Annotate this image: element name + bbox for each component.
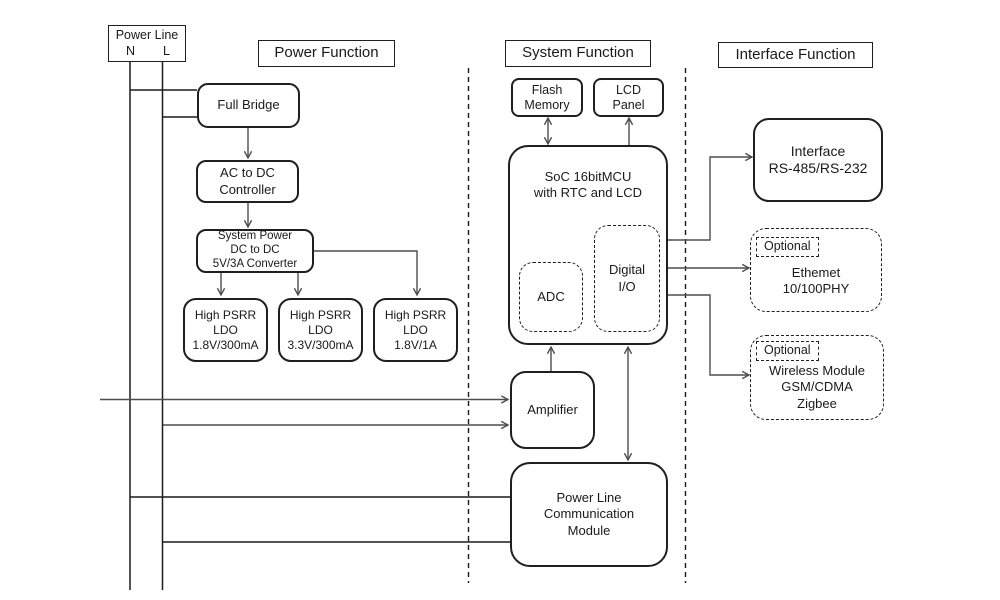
connector-digitalio-rs485 xyxy=(660,157,752,240)
block-lcd-panel: LCD Panel xyxy=(593,78,664,117)
soc-label: SoC 16bitMCU with RTC and LCD xyxy=(533,169,643,201)
section-title-interface: Interface Function xyxy=(718,42,873,68)
power-line-box: Power Line N L xyxy=(108,25,186,62)
block-soc: SoC 16bitMCU with RTC and LCD xyxy=(508,145,668,345)
connector-digitalio-wireless xyxy=(660,295,749,375)
terminal-n-label: N xyxy=(126,43,136,58)
block-ldo-1v8-300ma: High PSRR LDO 1.8V/300mA xyxy=(183,298,268,362)
optional-tag-wireless: Optional xyxy=(756,341,819,361)
ethernet-label: Ethemet 10/100PHY xyxy=(782,264,850,296)
connector-syspower-ldo3 xyxy=(313,250,417,295)
block-wireless-module: Optional Wireless Module GSM/CDMA Zigbee xyxy=(750,335,884,420)
block-ldo-1v8-1a: High PSRR LDO 1.8V/1A xyxy=(373,298,458,362)
optional-tag-ethernet: Optional xyxy=(756,237,819,257)
block-adc: ADC xyxy=(519,262,583,332)
block-ac-dc-controller: AC to DC Controller xyxy=(196,160,299,203)
block-system-power-converter: System Power DC to DC 5V/3A Converter xyxy=(196,229,314,273)
section-title-system: System Function xyxy=(505,40,651,67)
block-ldo-3v3-300ma: High PSRR LDO 3.3V/300mA xyxy=(278,298,363,362)
power-line-label: Power Line xyxy=(115,27,179,42)
block-full-bridge: Full Bridge xyxy=(197,83,300,128)
block-amplifier: Amplifier xyxy=(510,371,595,449)
block-flash-memory: Flash Memory xyxy=(511,78,583,117)
block-digital-io: Digital I/O xyxy=(594,225,660,332)
terminal-l-label: L xyxy=(163,43,170,58)
power-line-terminals: N L xyxy=(109,44,185,60)
section-title-power: Power Function xyxy=(258,40,395,67)
block-plc-module: Power Line Communication Module xyxy=(510,462,668,567)
wireless-label: Wireless Module GSM/CDMA Zigbee xyxy=(768,363,866,411)
block-rs485-rs232-interface: Interface RS-485/RS-232 xyxy=(753,118,883,202)
block-ethernet: Optional Ethemet 10/100PHY xyxy=(750,228,882,312)
